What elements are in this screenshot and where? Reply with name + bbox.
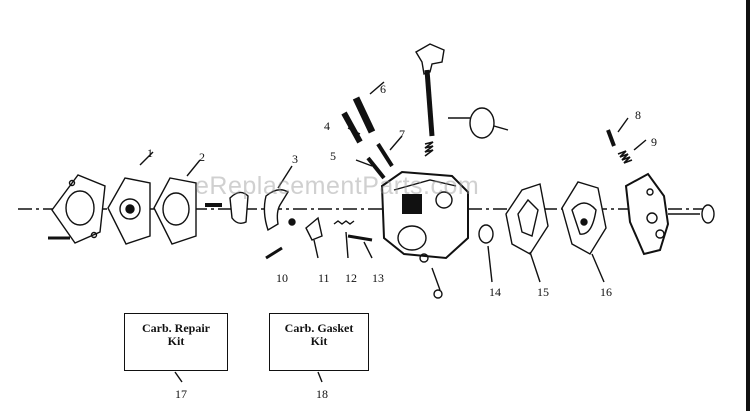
pump-gasket-part-2 [153, 159, 201, 245]
kit-subtitle: Kit [167, 334, 185, 348]
carb-gasket-kit-box: Carb. Gasket Kit [269, 313, 369, 371]
callout-6: 6 [380, 82, 386, 96]
callout-14: 14 [489, 285, 501, 299]
needle-part-13 [347, 234, 373, 242]
metering-gasket-part-15 [505, 183, 549, 283]
callout-17: 17 [175, 387, 187, 401]
inlet-elbow-part-3 [229, 165, 296, 232]
callout-5: 5 [330, 149, 336, 163]
callout-16: 16 [600, 285, 612, 299]
callout-3: 3 [292, 152, 298, 166]
pin-part-10 [265, 246, 283, 260]
carburetor-body [380, 170, 469, 299]
metering-cover-parts-8-9 [606, 117, 715, 256]
callout-8: 8 [635, 108, 641, 122]
callout-15: 15 [537, 285, 549, 299]
metering-diaphragm-part-16 [561, 181, 607, 283]
callout-4: 4 [324, 119, 330, 133]
pump-cover-part [48, 174, 106, 244]
pump-diaphragm-part-1 [107, 151, 154, 245]
kit-title: Carb. Gasket [284, 321, 354, 335]
carb-repair-kit-box: Carb. Repair Kit [124, 313, 228, 371]
kit17-leader [174, 371, 183, 383]
welch-plug-part-14 [478, 224, 494, 244]
callout-7: 7 [399, 127, 405, 141]
callout-18: 18 [316, 387, 328, 401]
callout-2: 2 [199, 150, 205, 164]
adjusting-screws-parts-4-7 [341, 81, 403, 180]
throttle-shaft-part [415, 43, 445, 157]
callout-10: 10 [276, 271, 288, 285]
kit-subtitle: Kit [310, 334, 328, 348]
right-border [746, 0, 750, 411]
kit-title: Carb. Repair [142, 321, 210, 335]
watermark-text: eReplacementParts.com [195, 172, 480, 200]
callout-12: 12 [345, 271, 357, 285]
kit18-leader [317, 371, 323, 383]
callout-13: 13 [372, 271, 384, 285]
lever-part-11 [305, 216, 323, 241]
throttle-plate-part [448, 107, 509, 139]
callout-9: 9 [651, 135, 657, 149]
spring-part-12 [333, 220, 355, 225]
callout-1: 1 [147, 146, 153, 160]
callout-11: 11 [318, 271, 330, 285]
